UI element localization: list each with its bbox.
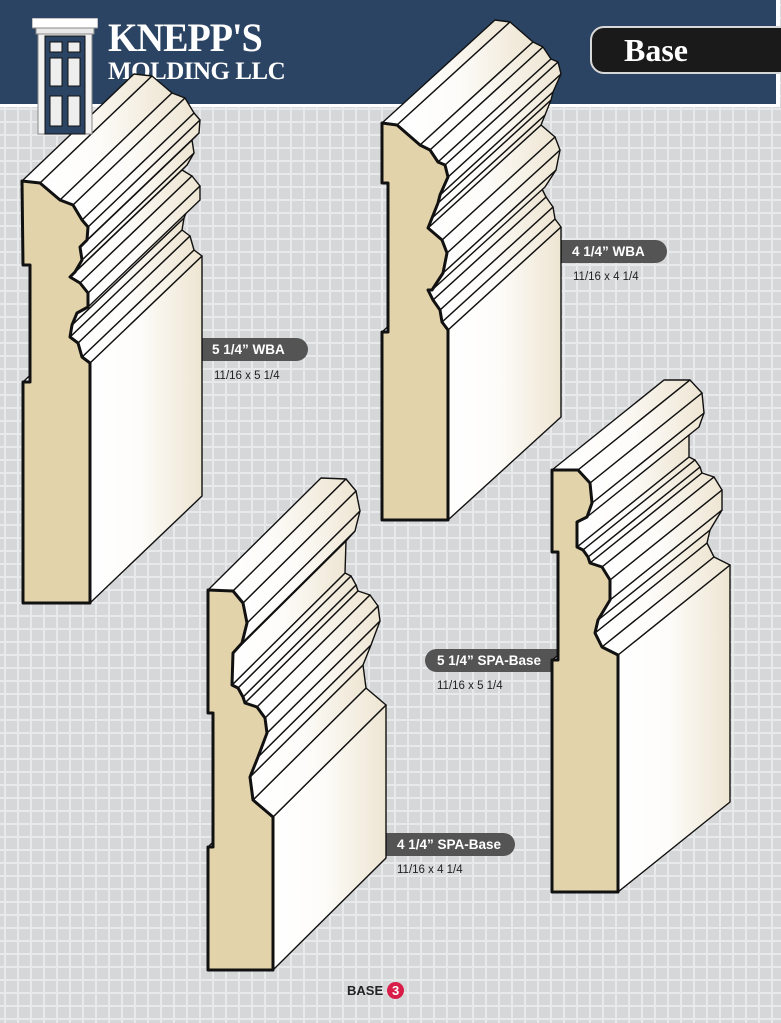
- product-size: 11/16 x 5 1/4: [437, 680, 503, 692]
- product-label-5-1-4-spa-base: 5 1/4” SPA-Base: [425, 649, 565, 672]
- molding-5-1-4-spa-base: [550, 379, 731, 894]
- molding-4-1-4-spa-base: [206, 477, 387, 972]
- section-title-badge: Base: [590, 26, 781, 74]
- brand-name: KNEPP'S: [108, 15, 263, 60]
- section-title: Base: [624, 32, 688, 68]
- molding-profile: [550, 468, 620, 894]
- product-size: 11/16 x 4 1/4: [397, 864, 463, 876]
- molding-profile: [380, 121, 450, 522]
- molding-profile: [20, 179, 92, 605]
- page-footer: BASE 3: [347, 982, 405, 999]
- page-number-badge: 3: [387, 982, 405, 999]
- product-label-4-1-4-spa-base: 4 1/4” SPA-Base: [383, 833, 515, 856]
- footer-section-label: BASE: [347, 983, 384, 998]
- product-size: 11/16 x 4 1/4: [573, 271, 639, 283]
- molding-5-1-4-wba: [20, 73, 203, 605]
- product-label-5-1-4-wba: 5 1/4” WBA: [196, 338, 308, 361]
- molding-profile: [206, 588, 275, 972]
- molding-4-1-4-wba: [380, 19, 562, 522]
- door-icon: [32, 18, 98, 135]
- product-label-4-1-4-wba: 4 1/4” WBA: [555, 240, 667, 263]
- product-size: 11/16 x 5 1/4: [214, 370, 280, 382]
